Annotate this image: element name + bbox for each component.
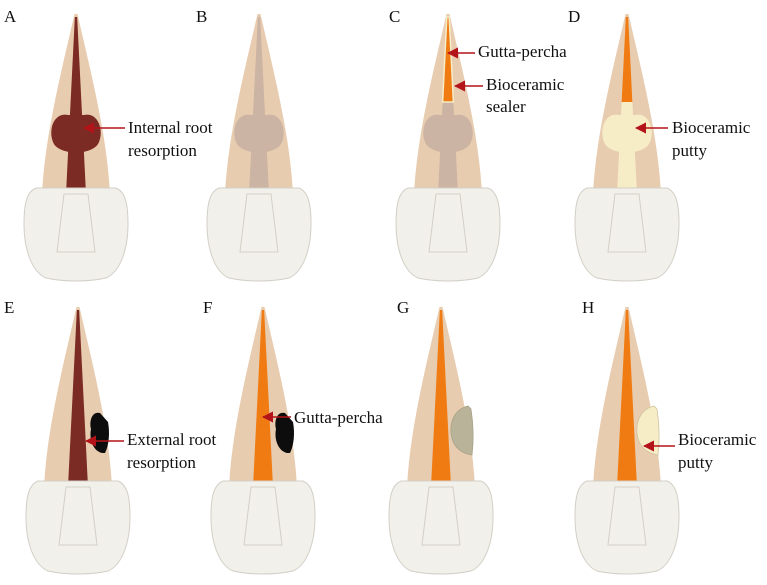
pulp-chamber-outline bbox=[58, 486, 98, 546]
restored-defect bbox=[450, 405, 474, 456]
pulp-chamber-outline bbox=[239, 193, 279, 253]
tooth-crown bbox=[388, 480, 494, 575]
panel-letter-e: E bbox=[4, 298, 14, 317]
tooth-g bbox=[388, 307, 494, 575]
resorption-cavity-cleaned bbox=[423, 114, 473, 153]
callout-bioceramic-putty-d-line2: putty bbox=[672, 141, 707, 160]
gutta-percha-apical bbox=[621, 17, 633, 102]
tooth-crown bbox=[574, 480, 680, 575]
panel-letter-d: D bbox=[568, 7, 580, 26]
callout-bioceramic-putty-d-line1: Bioceramic bbox=[672, 118, 751, 137]
callout-internal-root-resorption-line1: Internal root bbox=[128, 118, 213, 137]
callout-external-root-resorption-line1: External root bbox=[127, 430, 216, 449]
bioceramic-putty-fill bbox=[602, 114, 652, 153]
callout-bioceramic-putty-h-line1: Bioceramic bbox=[678, 430, 757, 449]
canal-untreated bbox=[67, 310, 89, 489]
panel-letter-b: B bbox=[196, 7, 207, 26]
pulp-chamber-outline bbox=[428, 193, 468, 253]
tooth-crown bbox=[206, 187, 312, 282]
pulp-chamber-outline bbox=[56, 193, 96, 253]
tooth-f bbox=[210, 307, 316, 575]
panel-letter-a: A bbox=[4, 7, 17, 26]
resorption-cavity-cleaned bbox=[234, 114, 284, 153]
tooth-c bbox=[395, 14, 501, 282]
tooth-a bbox=[23, 14, 129, 282]
tooth-crown bbox=[25, 480, 131, 575]
callout-bioceramic-putty-h-line2: putty bbox=[678, 453, 713, 472]
callout-internal-root-resorption-line2: resorption bbox=[128, 141, 197, 160]
gutta-percha-apical bbox=[441, 16, 455, 103]
callout-gutta-percha-f: Gutta-percha bbox=[294, 408, 383, 427]
callout-bioceramic-sealer-line1: Bioceramic bbox=[486, 75, 565, 94]
panel-letter-f: F bbox=[203, 298, 212, 317]
gutta-percha-canal bbox=[616, 310, 638, 489]
gutta-percha-canal bbox=[430, 310, 452, 489]
tooth-crown bbox=[574, 187, 680, 282]
tooth-d bbox=[574, 14, 680, 282]
panel-letter-c: C bbox=[389, 7, 400, 26]
tooth-crown bbox=[395, 187, 501, 282]
pulp-chamber-outline bbox=[607, 193, 647, 253]
tooth-crown bbox=[210, 480, 316, 575]
internal-resorption-lesion bbox=[51, 114, 101, 153]
panel-letter-g: G bbox=[397, 298, 409, 317]
gutta-percha-canal bbox=[252, 310, 274, 489]
callout-gutta-percha-c: Gutta-percha bbox=[478, 42, 567, 61]
tooth-h bbox=[574, 307, 680, 575]
callout-external-root-resorption-line2: resorption bbox=[127, 453, 196, 472]
tooth-b bbox=[206, 14, 312, 282]
external-resorption-lesion bbox=[275, 412, 294, 453]
panel-letter-h: H bbox=[582, 298, 594, 317]
callout-bioceramic-sealer-line2: sealer bbox=[486, 97, 526, 116]
pulp-chamber-outline bbox=[607, 486, 647, 546]
pulp-chamber-outline bbox=[243, 486, 283, 546]
tooth-crown bbox=[23, 187, 129, 282]
pulp-chamber-outline bbox=[421, 486, 461, 546]
